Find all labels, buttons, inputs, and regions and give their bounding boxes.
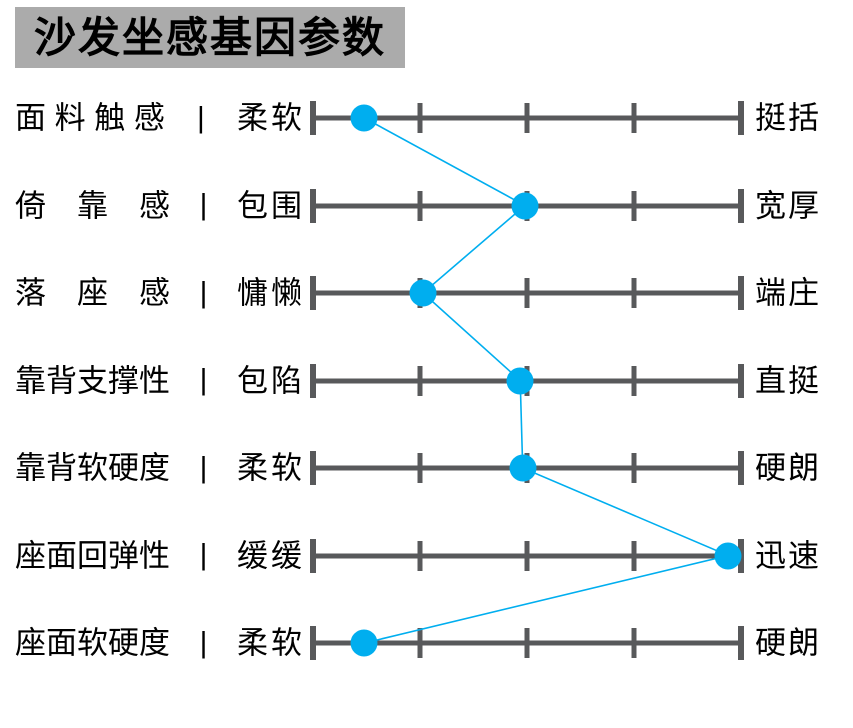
tick-mark [524,628,530,658]
parameter-name: 座面软硬度 [15,625,170,661]
separator-bar: | [199,363,208,397]
tick-mark [310,363,316,398]
separator-bar: | [199,451,208,484]
tick-mark [631,190,637,221]
scale-track [310,337,744,425]
value-dot [506,367,534,394]
tick-mark [417,453,423,483]
row-left-labels: 靠背支撑性 | 包陷 [15,365,302,396]
tick-mark [738,451,744,485]
parameter-row: 靠背软硬度 | 柔软 硬朗 [0,424,853,512]
tick-mark [738,363,744,398]
parameter-row: 座面软硬度 | 柔软 硬朗 [0,599,853,687]
tick-mark [631,278,637,308]
separator-bar: | [199,188,208,222]
value-dot [350,629,378,657]
tick-mark [631,365,637,396]
tick-mark [631,540,637,571]
tick-mark [738,188,744,223]
scale-track [310,74,744,162]
left-anchor-label: 柔软 [236,100,305,136]
scale-track [310,249,744,337]
tick-mark [310,451,316,485]
left-anchor-label: 包围 [236,188,305,223]
right-anchor-label: 端庄 [755,275,821,311]
row-left-labels: 靠背软硬度 | 柔软 [15,453,302,484]
tick-mark [310,276,316,310]
left-anchor-label: 包陷 [236,363,305,398]
parameter-row: 落 座 感 | 慵懒 端庄 [0,249,853,337]
value-dot [409,279,437,307]
tick-mark [738,626,744,660]
value-dot [509,454,537,482]
right-anchor-label: 硬朗 [755,450,821,486]
right-anchor-label: 挺括 [755,100,821,136]
tick-mark [524,278,530,308]
tick-mark [524,540,530,571]
parameter-name: 靠背软硬度 [15,450,170,486]
scale-track [310,424,744,512]
tick-mark [631,103,637,133]
scale-track [310,599,744,687]
right-anchor-label: 直挺 [755,363,821,398]
tick-mark [524,103,530,133]
separator-bar: | [199,276,208,309]
page-title: 沙发坐感基因参数 [33,13,386,61]
value-dot [511,192,539,219]
tick-mark [417,628,423,658]
scale-track [310,512,744,600]
separator-bar: | [197,101,205,134]
right-anchor-label: 硬朗 [755,625,821,661]
tick-mark [631,453,637,483]
parameter-row: 倚 靠 感 | 包围 宽厚 [0,162,853,250]
title-box: 沙发坐感基因参数 [15,7,405,68]
left-anchor-label: 柔软 [236,450,305,486]
parameter-name: 靠背支撑性 [15,363,170,398]
tick-mark [738,276,744,310]
row-left-labels: 座面回弹性 | 缓缓 [15,540,302,571]
tick-mark [417,190,423,221]
separator-bar: | [199,538,208,572]
row-left-labels: 倚 靠 感 | 包围 [15,190,302,221]
right-anchor-label: 迅速 [755,538,821,573]
left-anchor-label: 柔软 [236,625,305,661]
parameter-row: 靠背支撑性 | 包陷 直挺 [0,337,853,425]
tick-mark [417,540,423,571]
scale-track [310,162,744,250]
left-anchor-label: 慵懒 [236,275,305,311]
parameter-name: 倚 靠 感 [15,188,170,223]
value-dot [714,542,742,569]
tick-mark [738,101,744,135]
parameter-row: 座面回弹性 | 缓缓 迅速 [0,512,853,600]
parameter-name: 落 座 感 [15,275,170,311]
tick-mark [310,538,316,573]
tick-mark [417,103,423,133]
value-dot [350,104,378,132]
parameter-name: 面 料 触 感 [15,100,165,136]
row-left-labels: 座面软硬度 | 柔软 [15,628,302,659]
parameter-row: 面 料 触 感 | 柔软 挺括 [0,74,853,162]
right-anchor-label: 宽厚 [755,188,821,223]
tick-mark [631,628,637,658]
tick-mark [310,626,316,660]
separator-bar: | [199,626,208,659]
row-left-labels: 落 座 感 | 慵懒 [15,278,302,309]
tick-mark [310,188,316,223]
parameter-name: 座面回弹性 [15,538,170,573]
left-anchor-label: 缓缓 [236,538,305,573]
tick-mark [310,101,316,135]
row-left-labels: 面 料 触 感 | 柔软 [15,103,302,134]
tick-mark [417,365,423,396]
